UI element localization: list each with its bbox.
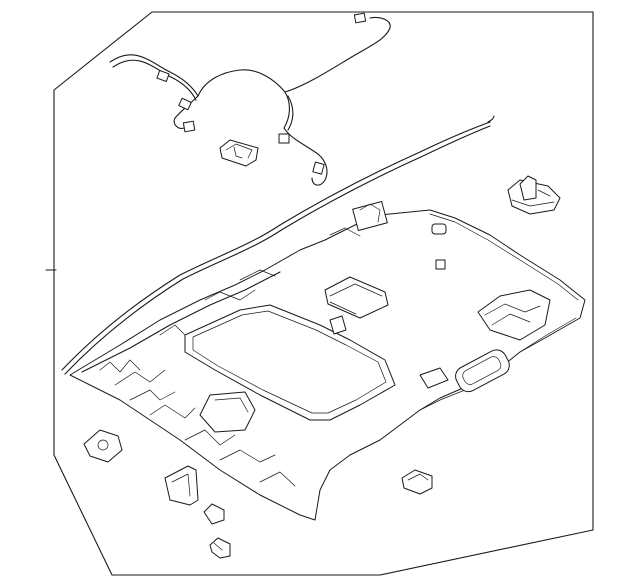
- drain-hose-icon: [61, 115, 495, 375]
- assembly-boundary: [53, 11, 594, 576]
- bracket-icon: [164, 276, 551, 506]
- sunroof-opening-icon: [184, 304, 396, 421]
- retainer-icon: [507, 175, 561, 215]
- wiring-harness-icon: [109, 12, 391, 186]
- small-clip-icon: [83, 429, 433, 559]
- clip-icon: [219, 139, 259, 167]
